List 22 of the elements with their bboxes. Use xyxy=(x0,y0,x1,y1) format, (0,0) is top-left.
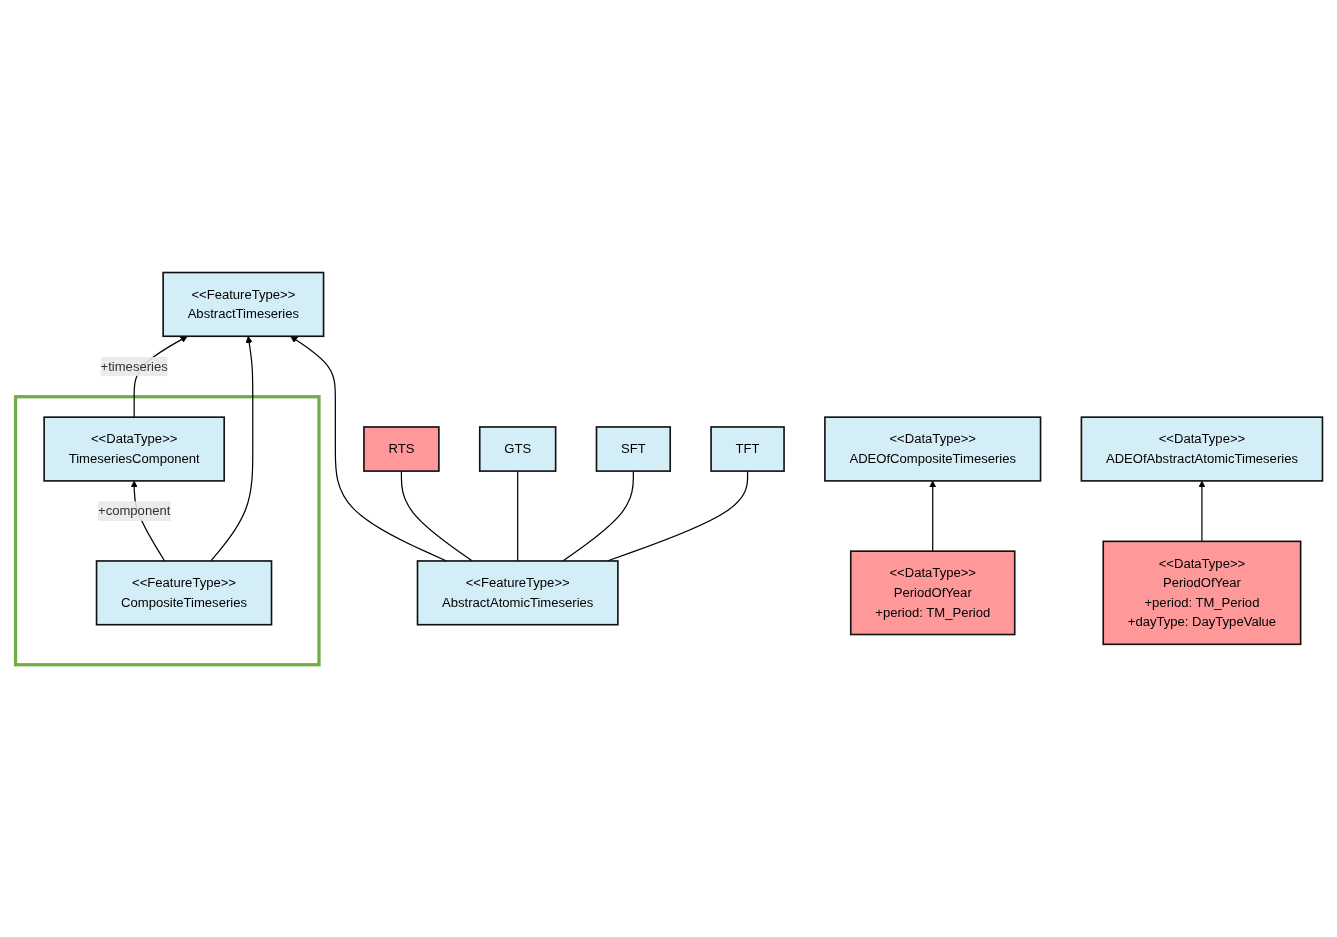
node-box: SFT xyxy=(595,426,671,472)
node-box: <<FeatureType>> AbstractTimeseries xyxy=(161,271,324,337)
edge-label: +timeseries xyxy=(100,359,168,373)
edge-label: +component xyxy=(97,503,170,518)
arrow xyxy=(209,335,253,562)
connector xyxy=(516,470,518,562)
node-box: <<DataType>> PeriodOfYear +period: TM_Period xyxy=(849,550,1016,636)
node-box: <<FeatureType>> AbstractAtomicTimeseries xyxy=(416,560,619,626)
connector xyxy=(561,470,634,562)
arrow xyxy=(289,335,447,562)
cluster xyxy=(13,394,321,667)
node-box: <<FeatureType>> CompositeTimeseries xyxy=(95,560,272,626)
arrow xyxy=(1197,480,1206,542)
node-box: RTS xyxy=(362,426,440,472)
node-box: <<DataType>> PeriodOfYear +period: TM_Period +dayType: DayTypeValue xyxy=(1101,540,1301,645)
node-box: TFT xyxy=(709,426,785,472)
connector xyxy=(400,470,473,562)
node-box: <<DataType>> TimeseriesComponent xyxy=(42,416,225,482)
arrow xyxy=(928,480,936,552)
node-box: <<DataType>> ADEOfAbstractAtomicTimeseries xyxy=(1080,416,1323,482)
node-box: GTS xyxy=(478,426,556,472)
node-box: <<DataType>> ADEOfCompositeTimeseries xyxy=(823,416,1041,482)
